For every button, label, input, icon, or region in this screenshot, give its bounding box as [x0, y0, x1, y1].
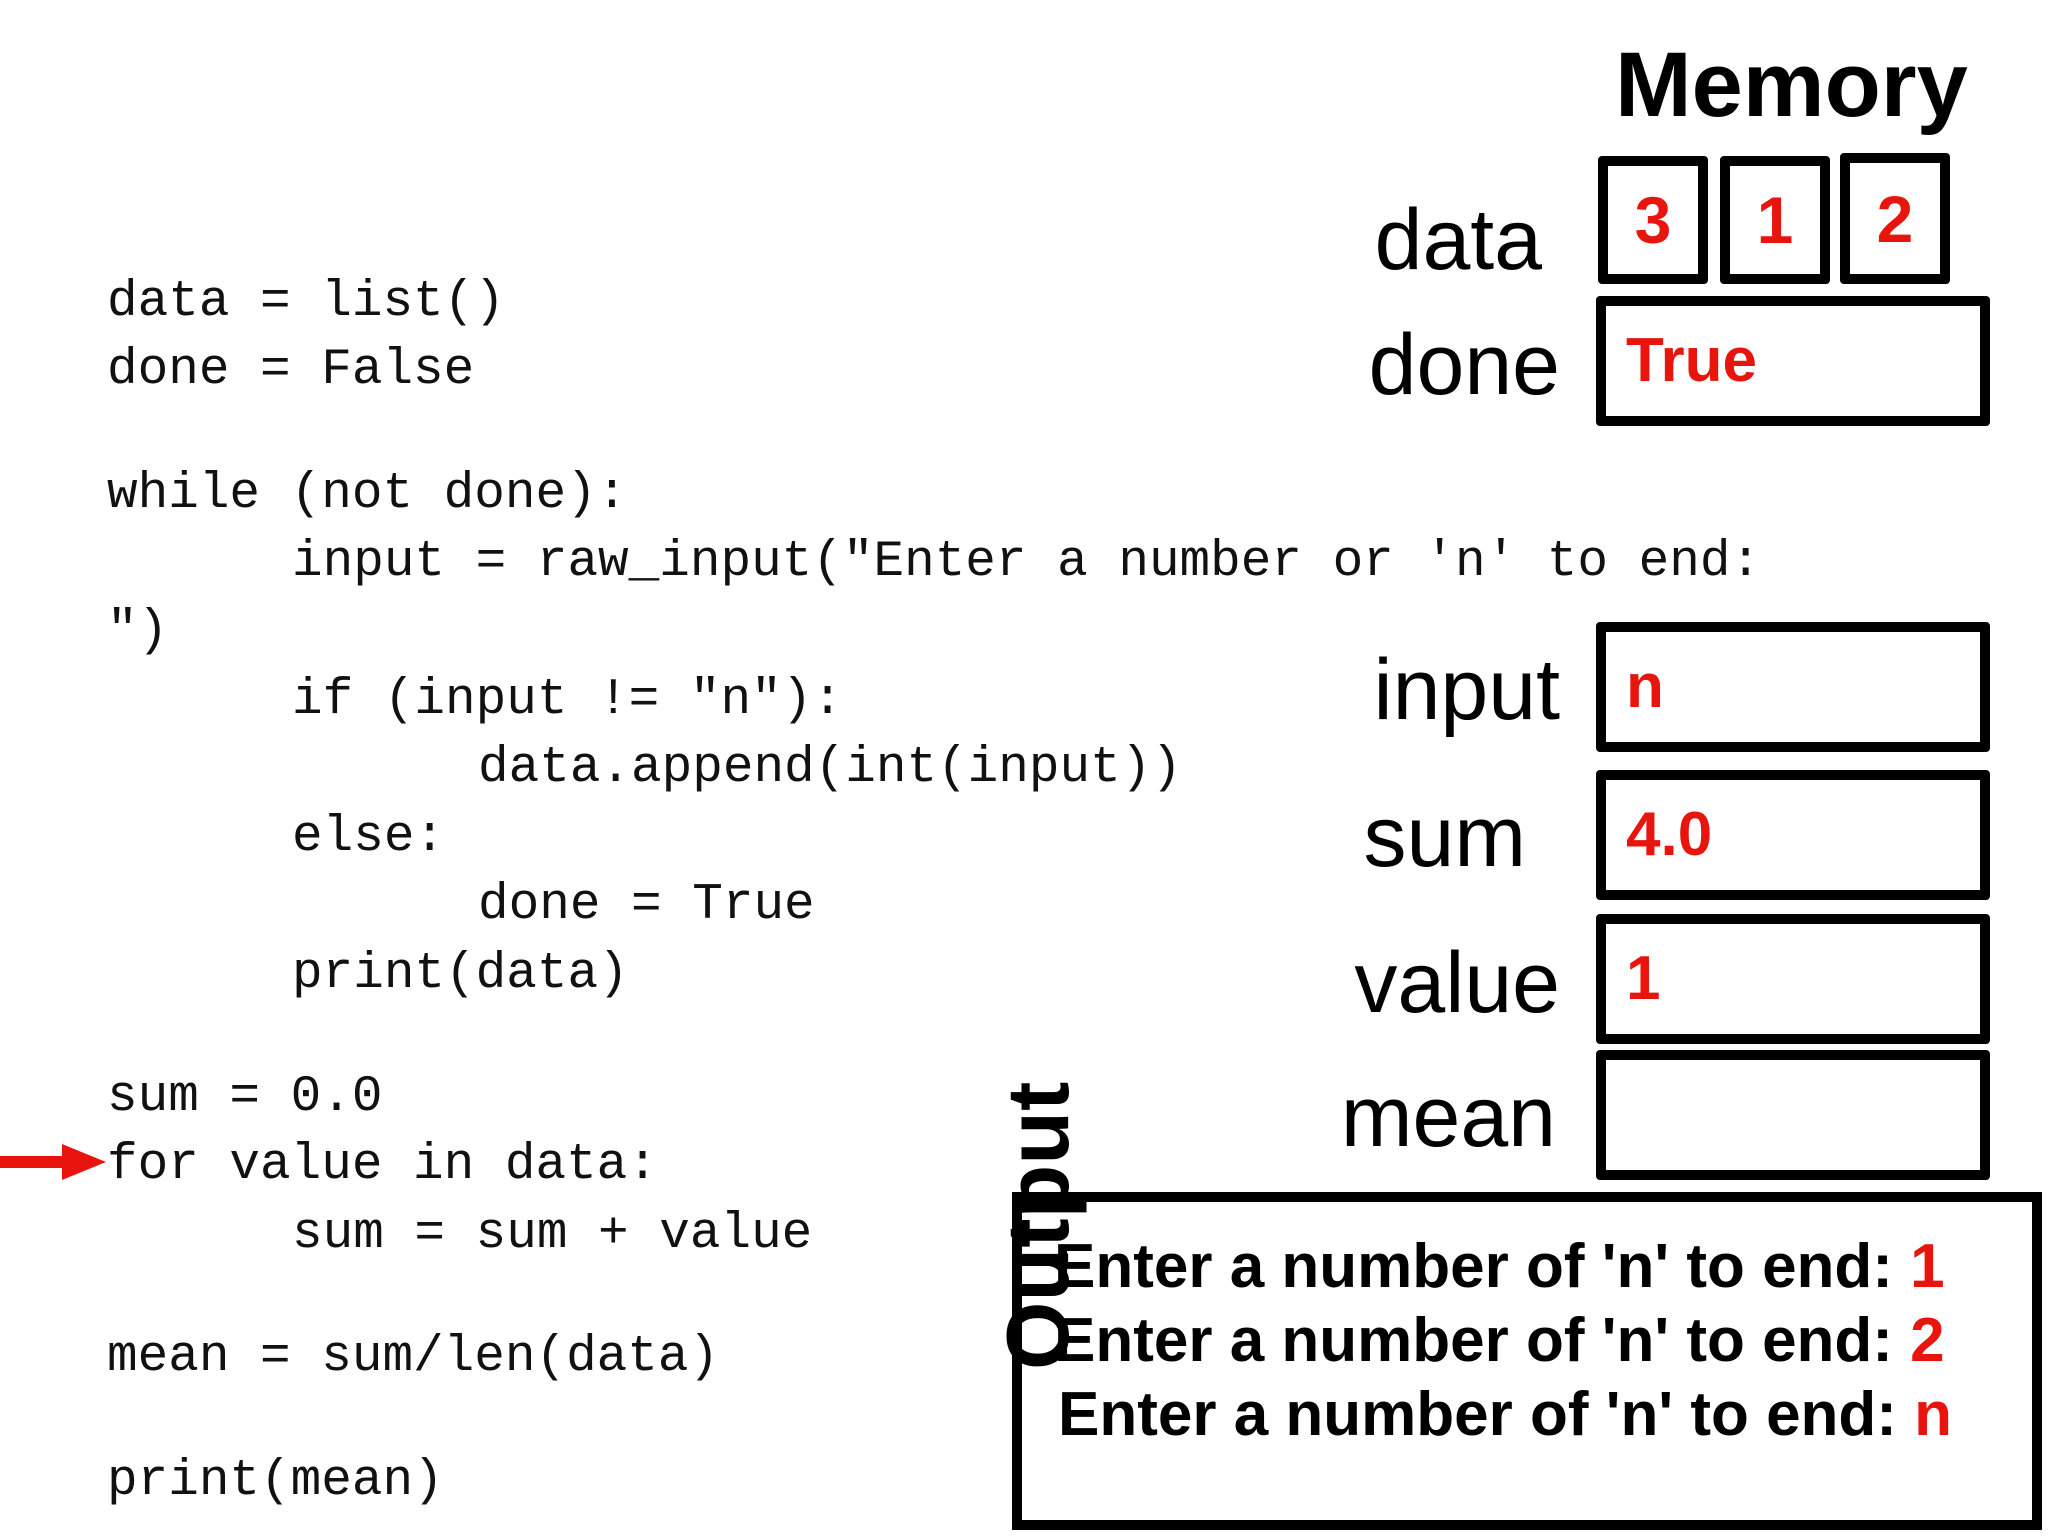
memory-label-done: done [1368, 317, 1560, 413]
memory-label-data: data [1374, 192, 1542, 288]
code-line: mean = sum/len(data) [107, 1329, 720, 1386]
code-line: data.append(int(input)) [478, 740, 1182, 797]
code-line: input = raw_input("Enter a number or 'n'… [292, 534, 1762, 591]
code-line: if (input != "n"): [292, 672, 843, 729]
memory-box-input: n [1596, 622, 1990, 752]
data-cell: 3 [1598, 156, 1708, 284]
code-line: done = False [107, 342, 475, 399]
current-line-arrow-icon [0, 1144, 106, 1180]
code-line: ") [107, 603, 169, 660]
output-line: Enter a number of 'n' to end: 1 [1054, 1232, 1945, 1301]
memory-value-value: 1 [1626, 944, 1661, 1013]
output-console: Enter a number of 'n' to end: 1 Enter a … [1012, 1192, 2042, 1530]
code-line: else: [292, 809, 446, 866]
memory-box-mean [1596, 1050, 1990, 1180]
data-cell: 1 [1720, 156, 1830, 284]
memory-box-value: 1 [1596, 914, 1990, 1044]
code-line: while (not done): [107, 466, 628, 523]
output-line: Enter a number of 'n' to end: 2 [1054, 1306, 1945, 1375]
memory-box-sum: 4.0 [1596, 770, 1990, 900]
code-line-current: for value in data: [107, 1137, 658, 1194]
data-cell: 2 [1840, 153, 1950, 284]
memory-label-input: input [1373, 642, 1561, 738]
memory-label-mean: mean [1340, 1069, 1556, 1165]
memory-value-done: True [1626, 326, 1757, 395]
memory-label-value: value [1354, 935, 1560, 1031]
code-line: sum = sum + value [292, 1206, 813, 1263]
memory-title: Memory [1615, 34, 1968, 136]
output-line: Enter a number of 'n' to end: n [1058, 1380, 1953, 1449]
code-line: done = True [478, 877, 815, 934]
code-line: print(data) [292, 946, 629, 1003]
memory-value-sum: 4.0 [1626, 800, 1713, 869]
code-line: data = list() [107, 274, 505, 331]
memory-label-sum: sum [1363, 789, 1526, 885]
memory-box-done: True [1596, 296, 1990, 426]
memory-value-input: n [1626, 652, 1664, 721]
code-line: sum = 0.0 [107, 1069, 383, 1126]
code-line: print(mean) [107, 1453, 444, 1510]
